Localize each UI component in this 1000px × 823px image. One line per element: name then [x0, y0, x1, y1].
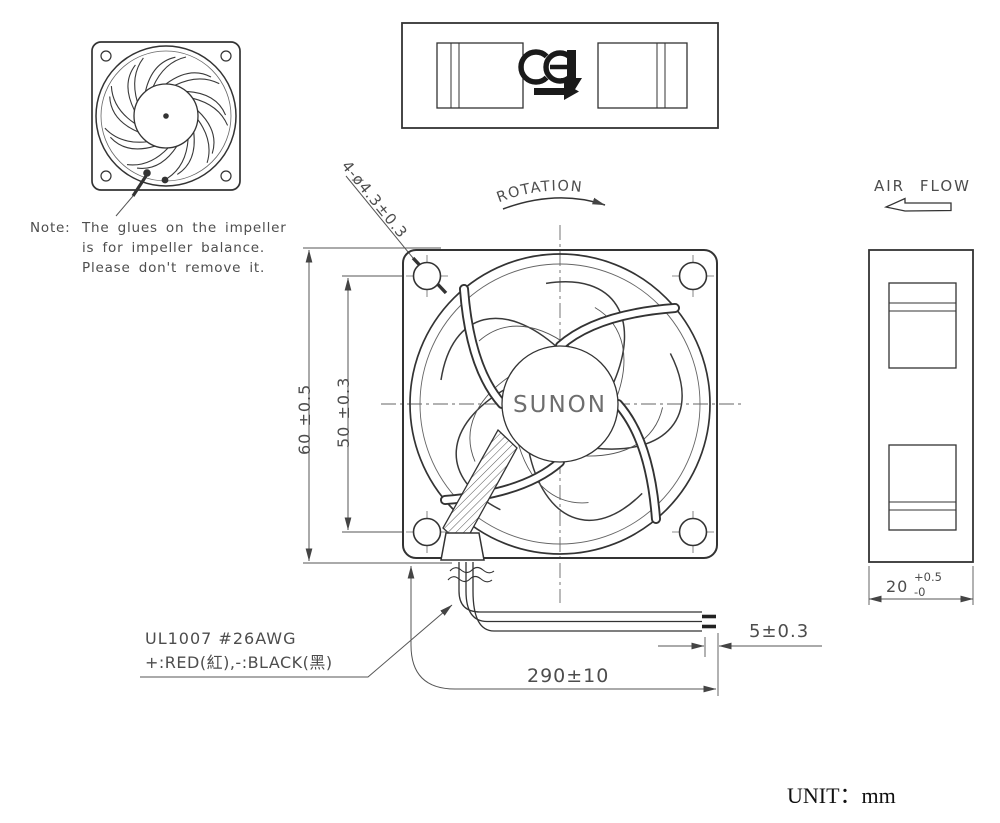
side-pad-bottom	[888, 444, 957, 531]
top-view-left-pad	[436, 42, 524, 109]
note-line-3: Please don't remove it.	[82, 260, 265, 276]
rear-view-frame	[91, 41, 241, 191]
ce-mark-icon	[518, 49, 573, 85]
venturi-inner	[419, 263, 701, 545]
note-line-1: The glues on the impeller	[81, 220, 287, 236]
note-line-2: is for impeller balance.	[82, 240, 265, 256]
mounting-holes	[406, 255, 714, 553]
dim-depth-minus: -0	[914, 585, 925, 599]
label-down-arrow-icon	[561, 50, 582, 95]
dim-depth-plus: +0.5	[914, 570, 942, 584]
dim-depth-nominal: 20	[886, 577, 908, 596]
rear-view	[91, 41, 241, 217]
dim-lead-length: 290±10	[527, 665, 609, 687]
rear-hole-tl	[100, 50, 112, 62]
front-view: SUNON	[381, 225, 744, 603]
top-view-right-pad	[597, 42, 688, 109]
dim-hole-pitch: 50 ±0.3	[334, 377, 353, 448]
top-side-view	[401, 22, 719, 129]
glue-leader-thin	[115, 195, 134, 217]
air-flow-arrow-icon	[883, 197, 952, 212]
hole-tl	[412, 261, 442, 291]
rotation-arrow	[502, 197, 606, 210]
side-pad-top	[888, 282, 957, 369]
hole-tr	[678, 261, 708, 291]
air-flow-label: AIR FLOW	[874, 177, 971, 195]
unit-label: UNIT：mm	[787, 783, 896, 808]
hole-bl	[412, 517, 442, 547]
venturi-outer	[409, 253, 711, 555]
front-strut	[618, 404, 656, 519]
wire-break-wave-2	[447, 575, 493, 583]
note-prefix: Note:	[30, 220, 71, 236]
rotation-label: ROTATION	[495, 178, 584, 206]
extension-lines	[303, 247, 452, 564]
wire-exit-boss	[440, 532, 485, 561]
glue-dot-2	[161, 176, 169, 184]
dim-frame-height: 60 ±0.5	[295, 384, 314, 455]
wire-spec-line: UL1007 #26AWG	[145, 629, 296, 648]
hole-leader-thin	[345, 175, 414, 259]
hub	[501, 345, 619, 463]
dim-line-lead-length	[407, 565, 717, 693]
glue-leader-thick	[131, 175, 148, 197]
rear-hole-br	[220, 170, 232, 182]
wire-outline-1	[458, 562, 702, 613]
hole-br	[678, 517, 708, 547]
wire-polarity-line: +:RED(紅),-:BLACK(黑)	[145, 653, 333, 672]
front-strut	[560, 308, 675, 346]
right-side-view: AIR FLOW 20 +0.5 -0	[868, 177, 974, 605]
glue-dot-1	[143, 169, 151, 177]
lead-wires	[447, 562, 716, 632]
wire-break-wave-1	[449, 566, 495, 574]
dim-mounting-holes: 4-ø4.3±0.3	[338, 157, 411, 242]
impeller-note: Note: The glues on the impeller is for i…	[30, 220, 287, 276]
side-view-body	[868, 249, 974, 563]
rear-blade	[191, 92, 233, 156]
rear-hole-bl	[100, 170, 112, 182]
top-view-body	[401, 22, 719, 129]
rear-rim-outer	[95, 45, 237, 187]
rear-hub-center-dot	[163, 113, 169, 119]
dim-strip-length: 5±0.3	[749, 621, 809, 642]
brand-label: SUNON	[513, 392, 607, 418]
rear-hole-tr	[220, 50, 232, 62]
wire-outline-3	[472, 562, 702, 632]
front-frame	[402, 249, 718, 559]
